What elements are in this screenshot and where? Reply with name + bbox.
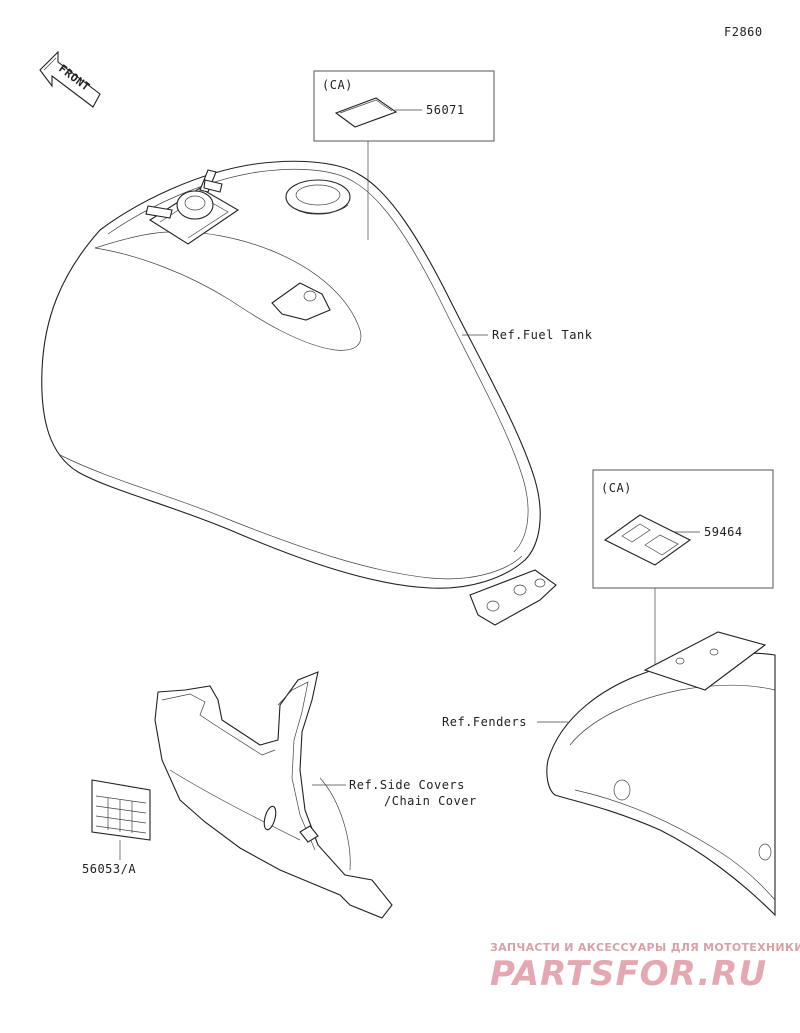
ca-box-59464: (CA) 59464	[592, 469, 774, 665]
part-59464: 59464	[704, 525, 743, 539]
watermark: ЗАПЧАСТИ И АКСЕССУАРЫ ДЛЯ МОТОТЕХНИКИ PA…	[490, 941, 800, 994]
rear-fender: Ref.Fenders	[442, 631, 776, 917]
side-cover: Ref.Side Covers /Chain Cover	[154, 671, 477, 919]
label-56053-icon: 56053/A	[82, 779, 151, 876]
part-56053a: 56053/A	[82, 862, 136, 876]
watermark-brand: PARTSFOR.RU	[490, 954, 767, 994]
ca-label-fender: (CA)	[601, 481, 632, 495]
ca-label-tank: (CA)	[322, 78, 353, 92]
fuel-tank: Ref.Fuel Tank	[41, 160, 593, 626]
ca-box-56071: (CA) 56071	[313, 70, 495, 240]
label-56071-icon	[334, 97, 398, 128]
figure-code: F2860	[724, 25, 763, 39]
ref-fuel-tank: Ref.Fuel Tank	[492, 328, 593, 342]
ref-chain-cover: /Chain Cover	[384, 794, 477, 808]
ref-fenders: Ref.Fenders	[442, 715, 527, 729]
part-56071: 56071	[426, 103, 465, 117]
front-arrow-icon: FRONT	[39, 50, 101, 108]
watermark-tagline: ЗАПЧАСТИ И АКСЕССУАРЫ ДЛЯ МОТОТЕХНИКИ	[490, 941, 800, 954]
label-59464-icon	[603, 514, 692, 566]
ref-side-covers: Ref.Side Covers	[349, 778, 465, 792]
